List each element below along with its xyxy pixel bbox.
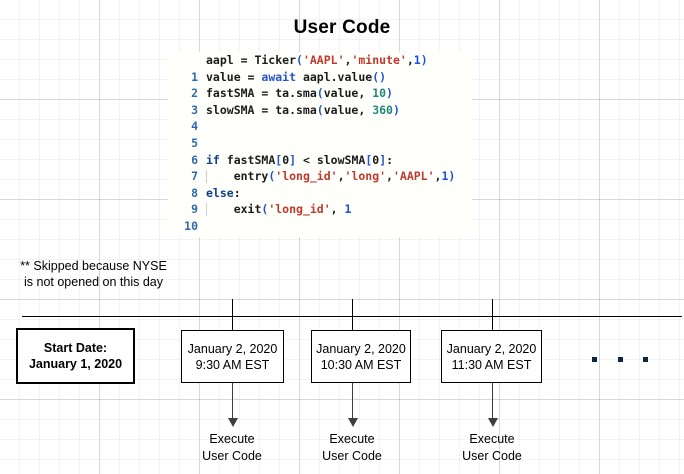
date-box-line1: January 2, 2020 [316,341,406,356]
code-line-text: value = await aapl.value() [206,69,387,84]
date-box[interactable]: January 2, 2020 10:30 AM EST [311,330,411,383]
code-line: 7 if fastSMA[0] < slowSMA[0]: [168,152,472,184]
skipped-note: ** Skipped because NYSE is not opened on… [6,258,181,290]
ellipsis-dot [592,357,597,362]
line-number: 2 [191,86,198,101]
line-number: 1 [191,69,198,84]
timeline-tick [352,299,353,330]
code-line-text: aapl = Ticker('AAPL','minute',1) [206,53,428,67]
execute-label-line2: User Code [322,448,382,463]
code-line: 10 exit('long_id', 1 [168,201,472,233]
code-line-text: else: [206,185,241,200]
execute-label-line2: User Code [202,448,262,463]
execute-arrow [227,383,238,427]
date-box-line1: January 2, 2020 [446,341,537,356]
line-number: 10 [184,218,198,233]
line-number: 9 [191,202,198,217]
line-number: 4 [191,119,198,134]
date-box-line2: 9:30 AM EST [195,357,270,372]
line-number: 3 [191,102,198,117]
execute-label: Execute User Code [292,431,412,464]
execute-label: Execute User Code [432,431,552,464]
code-panel: 1 aapl = Ticker('AAPL','minute',1) 2 val… [168,52,472,237]
code-line-text: exit('long_id', 1 [206,202,352,217]
date-box-line2: January 1, 2020 [28,357,123,371]
date-box[interactable]: January 2, 2020 11:30 AM EST [441,330,542,383]
date-box-line1: January 2, 2020 [187,341,278,356]
execute-label-line1: Execute [469,432,515,446]
code-line: 3 fastSMA = ta.sma(value, 10) [168,85,472,117]
execute-label-line1: Execute [209,432,255,446]
date-box-line1: Start Date: [43,341,108,355]
code-line: 8 entry('long_id','long','AAPL',1) [168,168,472,200]
line-number: 7 [191,169,198,184]
code-line-text: slowSMA = ta.sma(value, 360) [206,102,400,117]
execute-label: Execute User Code [172,431,292,464]
code-line-text: if fastSMA[0] < slowSMA[0]: [206,152,394,167]
code-line: 6 [168,135,472,167]
code-line-text: entry('long_id','long','AAPL',1) [206,169,456,184]
line-number: 8 [191,185,198,200]
code-line: 5 [168,118,472,150]
date-box-start[interactable]: Start Date: January 1, 2020 [16,328,135,384]
date-box-line2: 10:30 AM EST [320,357,402,372]
ellipsis-dot [643,357,648,362]
ellipsis-dot [617,357,623,362]
code-line-text: fastSMA = ta.sma(value, 10) [206,86,393,101]
line-number: 6 [191,152,198,167]
code-line: 9 else: [168,185,472,217]
skipped-note-line2: is not opened on this day [24,275,163,289]
date-box-line2: 11:30 AM EST [451,357,532,372]
execute-arrow [487,383,498,427]
code-line: 2 value = await aapl.value() [168,69,472,101]
code-line: 4 slowSMA = ta.sma(value, 360) [168,102,472,134]
execute-label-line2: User Code [462,448,522,463]
date-box[interactable]: January 2, 2020 9:30 AM EST [181,330,284,383]
skipped-note-line1: ** Skipped because NYSE [20,259,167,273]
execute-arrow [347,383,358,427]
execute-label-line1: Execute [329,432,375,446]
ellipsis-indicator [592,357,648,362]
timeline-tick [492,299,493,330]
line-number: 5 [191,135,198,150]
timeline-tick [232,299,233,330]
code-line: 1 aapl = Ticker('AAPL','minute',1) [168,52,472,84]
page-title: User Code [293,17,391,38]
